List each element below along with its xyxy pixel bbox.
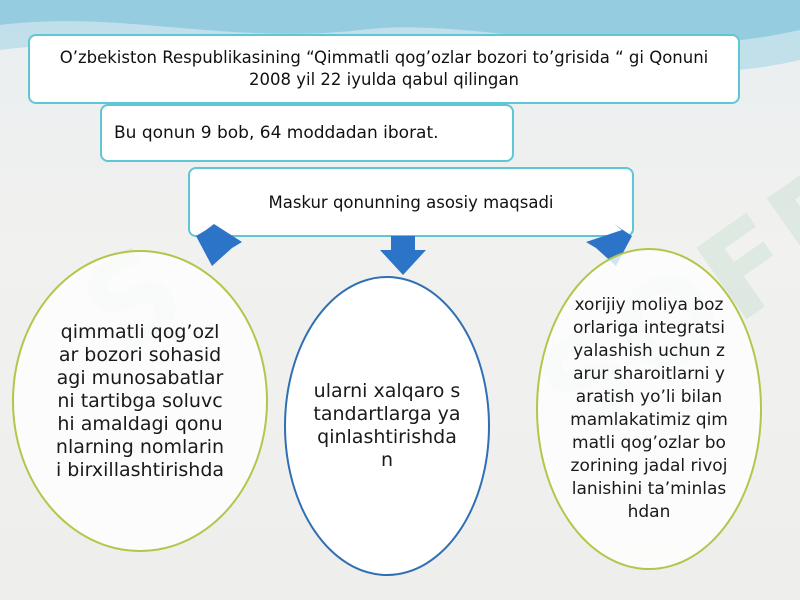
goal-left-text: qimmatli qog’ozlar bozori sohasidagi mun… [55, 320, 225, 481]
goal-ellipse-middle: ularni xalqaro standartlarga yaqinlashti… [284, 276, 490, 576]
goal-ellipse-right: xorijiy moliya bozorlariga integratsiyal… [536, 248, 762, 570]
goal-middle-text: ularni xalqaro standartlarga yaqinlashti… [313, 380, 461, 471]
main-goal-text: Maskur qonunning asosiy maqsadi [268, 192, 554, 212]
arrow-down-icon [380, 236, 426, 275]
law-info-box: Bu qonun 9 bob, 64 moddadan iborat. [100, 104, 514, 162]
main-goal-box: Maskur qonunning asosiy maqsadi [188, 167, 634, 237]
law-info-text: Bu qonun 9 bob, 64 moddadan iborat. [114, 123, 439, 143]
arrow-left-icon [196, 224, 242, 266]
goal-ellipse-left: qimmatli qog’ozlar bozori sohasidagi mun… [12, 250, 268, 552]
goal-right-text: xorijiy moliya bozorlariga integratsiyal… [570, 295, 728, 522]
law-title-text: O’zbekiston Respublikasining “Qimmatli q… [59, 48, 709, 89]
law-title-box: O’zbekiston Respublikasining “Qimmatli q… [28, 34, 740, 104]
